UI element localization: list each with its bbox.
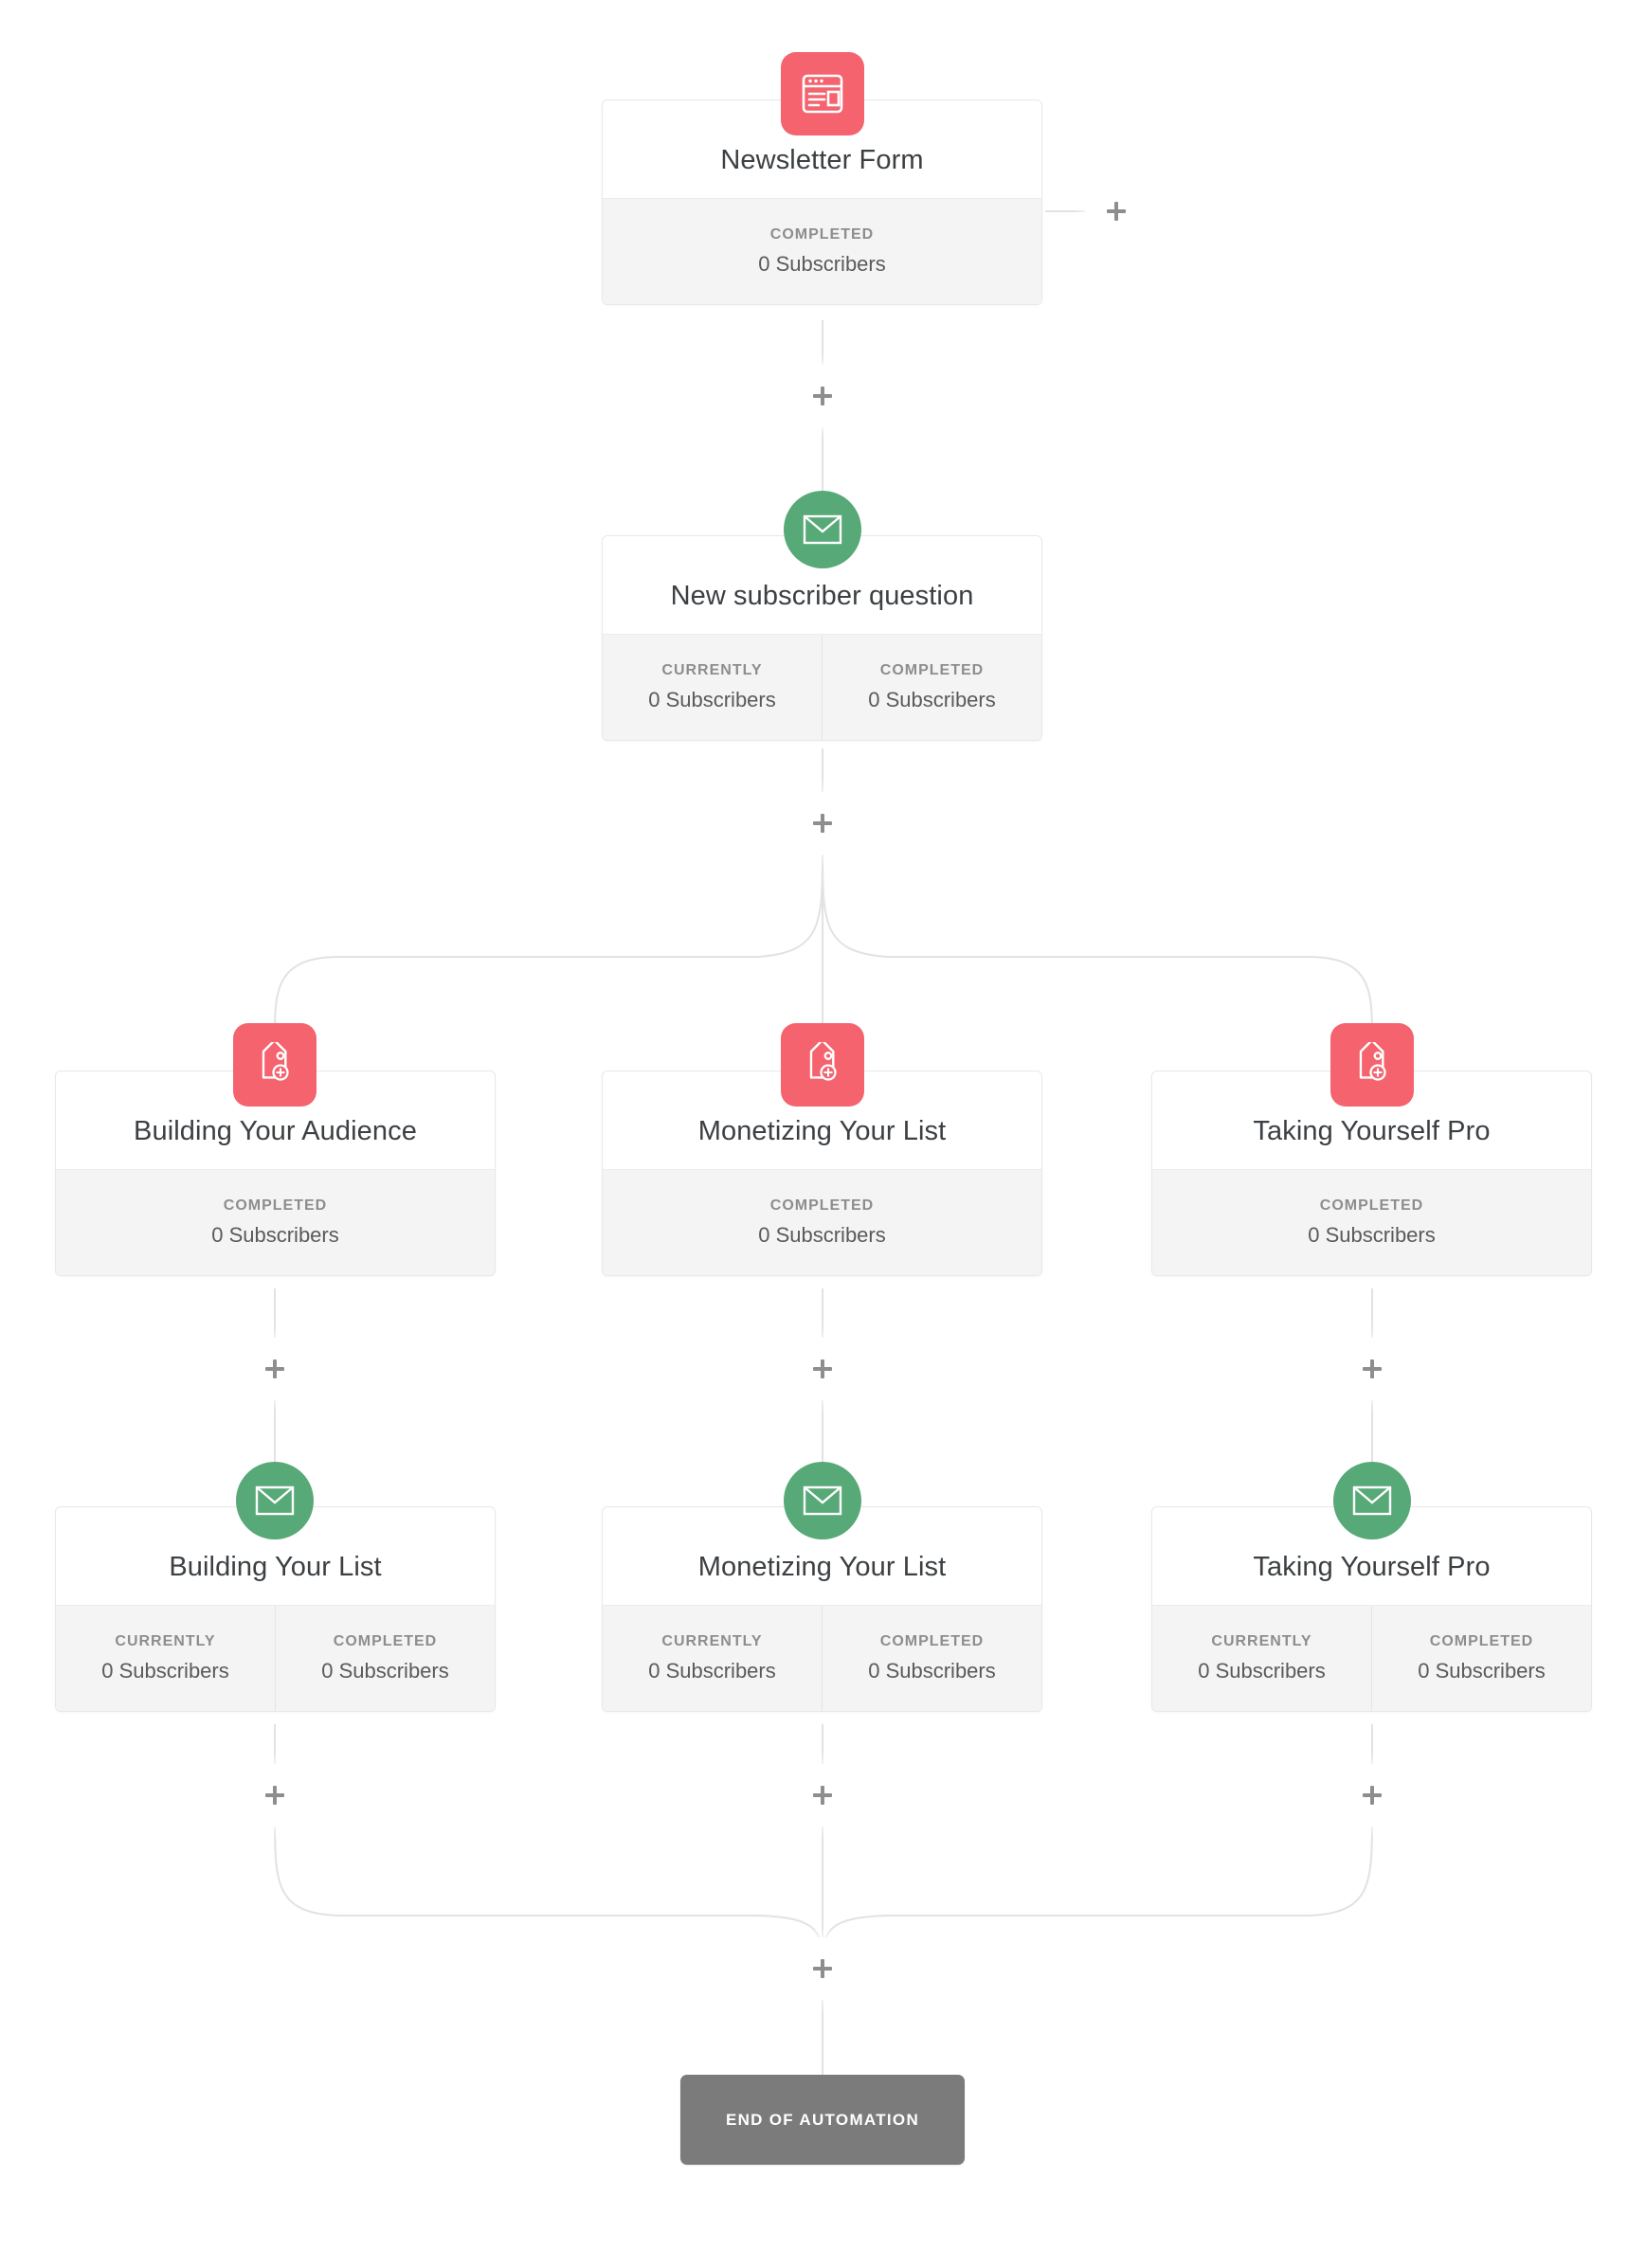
node-card-new-subscriber-question[interactable]: New subscriber question CURRENTLY 0 Subs… <box>602 535 1042 741</box>
add-step-button-left-column[interactable] <box>250 1344 299 1394</box>
node-stats: CURRENTLY 0 Subscribers COMPLETED 0 Subs… <box>603 633 1041 740</box>
tag-icon <box>781 1023 864 1107</box>
node-card-email-monetizing-your-list[interactable]: Monetizing Your List CURRENTLY 0 Subscri… <box>602 1506 1042 1712</box>
email-icon <box>784 491 861 568</box>
stat-label: COMPLETED <box>223 1197 328 1214</box>
node-stats: CURRENTLY 0 Subscribers COMPLETED 0 Subs… <box>56 1604 495 1711</box>
node-title: Monetizing Your List <box>697 1552 947 1582</box>
stat-value: 0 Subscribers <box>321 1658 449 1683</box>
stat-value: 0 Subscribers <box>1418 1658 1546 1683</box>
node-stats: CURRENTLY 0 Subscribers COMPLETED 0 Subs… <box>1152 1604 1591 1711</box>
stat-label: COMPLETED <box>769 1197 875 1214</box>
tag-icon <box>1330 1023 1414 1107</box>
add-step-button-after-form[interactable] <box>798 371 847 421</box>
stat-completed: COMPLETED 0 Subscribers <box>822 1605 1041 1711</box>
stat-label: CURRENTLY <box>1211 1632 1312 1649</box>
add-step-button-before-end[interactable] <box>798 1944 847 1993</box>
add-step-button-right-column-bottom[interactable] <box>1348 1771 1397 1820</box>
add-step-button-middle-column-bottom[interactable] <box>798 1771 847 1820</box>
node-stats: COMPLETED 0 Subscribers <box>603 197 1041 304</box>
node-title: Taking Yourself Pro <box>1253 1552 1491 1582</box>
node-stats: COMPLETED 0 Subscribers <box>56 1168 495 1275</box>
stat-value: 0 Subscribers <box>758 1222 886 1247</box>
node-title: New subscriber question <box>670 581 974 611</box>
node-card-email-taking-yourself-pro[interactable]: Taking Yourself Pro CURRENTLY 0 Subscrib… <box>1151 1506 1592 1712</box>
stat-currently: CURRENTLY 0 Subscribers <box>603 635 822 740</box>
stat-completed: COMPLETED 0 Subscribers <box>275 1605 495 1711</box>
form-icon <box>781 52 864 135</box>
stat-currently: CURRENTLY 0 Subscribers <box>56 1606 275 1711</box>
email-icon <box>784 1462 861 1539</box>
stat-label: COMPLETED <box>1429 1632 1534 1649</box>
stat-value: 0 Subscribers <box>1198 1658 1326 1683</box>
stat-value: 0 Subscribers <box>211 1222 339 1247</box>
add-step-button-right-column[interactable] <box>1348 1344 1397 1394</box>
add-step-button-form-right[interactable] <box>1092 187 1141 236</box>
stat-value: 0 Subscribers <box>101 1658 229 1683</box>
stat-completed: COMPLETED 0 Subscribers <box>822 634 1041 740</box>
stat-completed: COMPLETED 0 Subscribers <box>56 1170 495 1275</box>
stat-value: 0 Subscribers <box>648 687 776 711</box>
stat-label: CURRENTLY <box>661 1632 763 1649</box>
node-title: Building Your List <box>169 1552 382 1582</box>
stat-completed: COMPLETED 0 Subscribers <box>1371 1605 1591 1711</box>
stat-currently: CURRENTLY 0 Subscribers <box>603 1606 822 1711</box>
stat-value: 0 Subscribers <box>868 687 996 711</box>
add-step-button-branch[interactable] <box>798 799 847 848</box>
stat-label: CURRENTLY <box>661 661 763 678</box>
node-card-tag-monetizing-your-list[interactable]: Monetizing Your List COMPLETED 0 Subscri… <box>602 1071 1042 1276</box>
email-icon <box>236 1462 314 1539</box>
node-stats: CURRENTLY 0 Subscribers COMPLETED 0 Subs… <box>603 1604 1041 1711</box>
stat-label: COMPLETED <box>879 1632 985 1649</box>
node-title: Building Your Audience <box>134 1116 417 1146</box>
end-of-automation-button[interactable]: END OF AUTOMATION <box>680 2075 965 2165</box>
stat-value: 0 Subscribers <box>648 1658 776 1683</box>
add-step-button-left-column-bottom[interactable] <box>250 1771 299 1820</box>
stat-label: COMPLETED <box>879 661 985 678</box>
stat-label: CURRENTLY <box>115 1632 216 1649</box>
node-title: Monetizing Your List <box>697 1116 947 1146</box>
stat-label: COMPLETED <box>333 1632 438 1649</box>
stat-value: 0 Subscribers <box>1308 1222 1436 1247</box>
node-title: Taking Yourself Pro <box>1253 1116 1491 1146</box>
tag-icon <box>233 1023 317 1107</box>
node-title: Newsletter Form <box>720 145 924 175</box>
stat-label: COMPLETED <box>769 225 875 243</box>
stat-completed: COMPLETED 0 Subscribers <box>603 1170 1041 1275</box>
node-card-email-building-your-list[interactable]: Building Your List CURRENTLY 0 Subscribe… <box>55 1506 496 1712</box>
stat-label: COMPLETED <box>1319 1197 1424 1214</box>
email-icon <box>1333 1462 1411 1539</box>
node-stats: COMPLETED 0 Subscribers <box>603 1168 1041 1275</box>
node-stats: COMPLETED 0 Subscribers <box>1152 1168 1591 1275</box>
stat-currently: CURRENTLY 0 Subscribers <box>1152 1606 1371 1711</box>
stat-completed: COMPLETED 0 Subscribers <box>603 199 1041 304</box>
stat-value: 0 Subscribers <box>758 251 886 276</box>
add-step-button-middle-column[interactable] <box>798 1344 847 1394</box>
stat-value: 0 Subscribers <box>868 1658 996 1683</box>
stat-completed: COMPLETED 0 Subscribers <box>1152 1170 1591 1275</box>
